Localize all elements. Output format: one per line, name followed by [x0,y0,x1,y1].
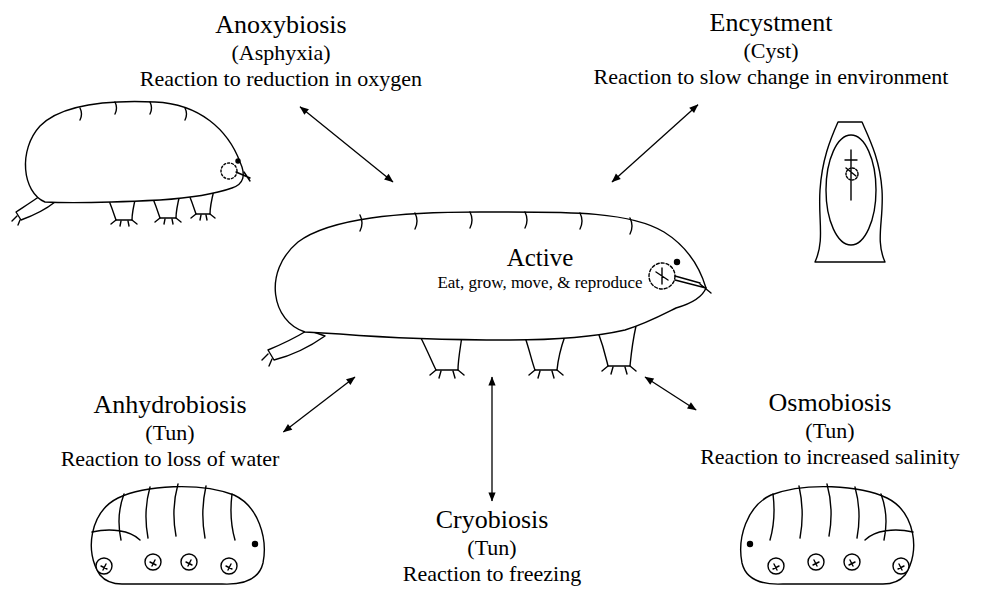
claws [12,214,215,226]
state-node: Encystment(Cyst)Reaction to slow change … [588,6,955,105]
state-name: Osmobiosis [700,388,960,418]
tun-leg [221,558,237,574]
active-tardigrade [262,212,711,378]
eye-spot [236,159,240,163]
connector-arrow [645,377,696,410]
tun-leg [181,554,197,570]
body-segments [360,212,632,234]
eye-spot [675,260,680,265]
cyst-wall [815,122,885,262]
state-form: (Tun) [61,420,280,446]
tun-segments [92,484,235,540]
active-state-node: ActiveEat, grow, move, & reproduce [300,182,660,377]
state-description: Reaction to reduction in oxygen [140,66,422,92]
connector-arrow [283,377,355,432]
state-node: Anhydrobiosis(Tun)Reaction to loss of wa… [57,386,284,477]
tun-body [91,487,264,585]
cyst-drawing [815,122,885,262]
state-form: (Cyst) [594,38,949,64]
tun-drawing [91,484,264,584]
connector-arrow [612,105,698,182]
claws [101,560,232,570]
state-form: Eat, grow, move, & reproduce [420,273,660,293]
body-segments [80,102,187,120]
tun-leg [145,554,161,570]
state-form: (Tun) [403,535,581,561]
encysted-animal [845,150,857,200]
eye-spot [253,542,258,547]
claws [262,354,636,378]
cyst-inner-wall [826,135,876,245]
state-description: Reaction to increased salinity [700,444,960,470]
buccal-apparatus [221,163,237,179]
tardigrade-leg [268,330,325,360]
state-name: Active [420,244,660,273]
tardigrade-leg [420,336,462,370]
tardigrade-body [275,212,706,340]
stylets [236,172,250,181]
state-description: Reaction to slow change in environment [594,64,949,90]
state-description: Reaction to loss of water [61,446,280,472]
state-name: Encystment [594,8,949,38]
state-node: Cryobiosis(Tun)Reaction to freezing [399,501,585,592]
state-name: Anoxybiosis [140,10,422,40]
state-form: (Tun) [700,418,960,444]
state-node: Anoxybiosis(Asphyxia)Reaction to reducti… [134,8,428,107]
anoxybiosis-tardigrade [12,102,250,226]
encysted-animal-head [846,168,858,180]
state-name: Anhydrobiosis [61,390,280,420]
tun-leg [96,558,112,574]
connector-arrow [491,377,492,501]
connector-arrow [300,107,393,182]
state-name: Cryobiosis [403,505,581,535]
state-form: (Asphyxia) [140,40,422,66]
state-description: Reaction to freezing [403,561,581,587]
state-node: Osmobiosis(Tun)Reaction to increased sal… [696,384,964,475]
stylets [656,268,711,293]
tardigrade-body [25,102,243,203]
tardigrade-leg [525,336,565,370]
tun-drawing-mirrored [741,484,914,584]
